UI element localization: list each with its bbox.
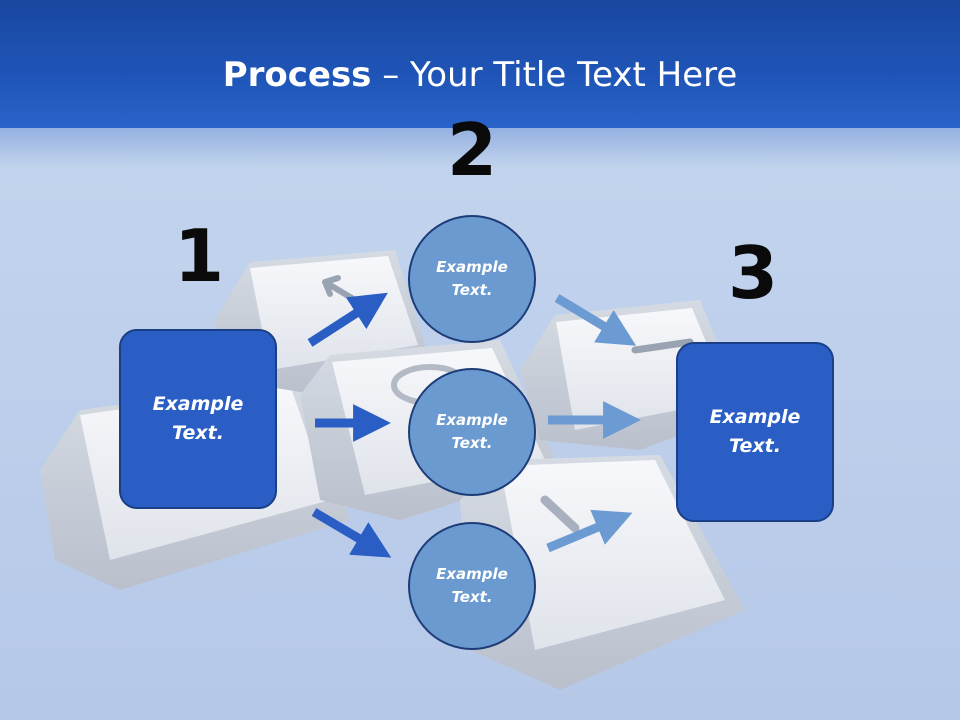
circle-middle-label: Example Text. <box>436 411 508 452</box>
circle-middle: Example Text. <box>408 368 536 496</box>
key-bottom <box>460 455 745 690</box>
arrow-from-circle-top <box>554 294 637 346</box>
step-number-1: 1 <box>173 214 225 298</box>
arrow-to-circle-top <box>307 292 388 347</box>
circle-bottom-label: Example Text. <box>436 565 508 606</box>
title-rest: – Your Title Text Here <box>371 55 738 95</box>
left-box-label: Example Text. <box>152 393 244 444</box>
step-number-3: 3 <box>727 231 779 315</box>
right-box-label: Example Text. <box>709 406 801 457</box>
title-bold: Process <box>222 55 372 95</box>
title-bar <box>0 0 960 128</box>
circle-top-label: Example Text. <box>436 258 508 299</box>
arrow-to-circle-bottom <box>311 508 392 558</box>
title-bar-fade <box>0 128 960 168</box>
arrow-from-circle-bottom <box>546 509 633 553</box>
left-box: Example Text. <box>119 329 277 509</box>
circle-top: Example Text. <box>408 215 536 343</box>
right-box: Example Text. <box>676 342 834 522</box>
step-number-2: 2 <box>446 108 498 192</box>
circle-bottom: Example Text. <box>408 522 536 650</box>
slide-title: Process – Your Title Text Here <box>0 52 960 98</box>
